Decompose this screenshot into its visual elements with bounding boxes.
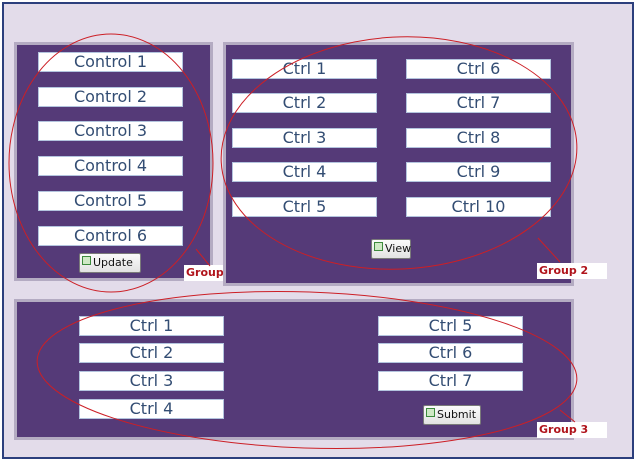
group2-ctrl-1[interactable]: Ctrl 1 (232, 59, 377, 79)
group2-ctrl-9[interactable]: Ctrl 9 (406, 162, 551, 182)
group2-ctrl-6[interactable]: Ctrl 6 (406, 59, 551, 79)
group2-ctrl-4[interactable]: Ctrl 4 (232, 162, 377, 182)
group3-ctrl-3[interactable]: Ctrl 3 (79, 371, 224, 391)
group1-control-1[interactable]: Control 1 (38, 52, 183, 72)
group3-ctrl-6[interactable]: Ctrl 6 (378, 343, 523, 363)
group2-ctrl-8[interactable]: Ctrl 8 (406, 128, 551, 148)
group1-control-5[interactable]: Control 5 (38, 191, 183, 211)
view-button-label: View (385, 242, 412, 255)
group2-ctrl-2[interactable]: Ctrl 2 (232, 93, 377, 113)
group2-ctrl-3[interactable]: Ctrl 3 (232, 128, 377, 148)
group2-ctrl-7[interactable]: Ctrl 7 (406, 93, 551, 113)
submit-button-label: Submit (437, 408, 477, 421)
group3-ctrl-7[interactable]: Ctrl 7 (378, 371, 523, 391)
group2-label: Group 2 (537, 263, 607, 279)
group1-control-4[interactable]: Control 4 (38, 156, 183, 176)
group1-control-2[interactable]: Control 2 (38, 87, 183, 107)
update-button-label: Update (93, 256, 133, 269)
update-button[interactable]: Update (79, 253, 141, 273)
group3-label: Group 3 (537, 422, 607, 438)
group2-ctrl-5[interactable]: Ctrl 5 (232, 197, 377, 217)
group1-control-3[interactable]: Control 3 (38, 121, 183, 141)
submit-button[interactable]: Submit (423, 405, 481, 425)
group3-ctrl-4[interactable]: Ctrl 4 (79, 399, 224, 419)
view-button[interactable]: View (371, 239, 411, 259)
group2-ctrl-10[interactable]: Ctrl 10 (406, 197, 551, 217)
update-icon (82, 256, 91, 265)
group3-ctrl-5[interactable]: Ctrl 5 (378, 316, 523, 336)
group3-ctrl-2[interactable]: Ctrl 2 (79, 343, 224, 363)
group3-ctrl-1[interactable]: Ctrl 1 (79, 316, 224, 336)
view-icon (374, 242, 383, 251)
submit-icon (426, 408, 435, 417)
group1-control-6[interactable]: Control 6 (38, 226, 183, 246)
